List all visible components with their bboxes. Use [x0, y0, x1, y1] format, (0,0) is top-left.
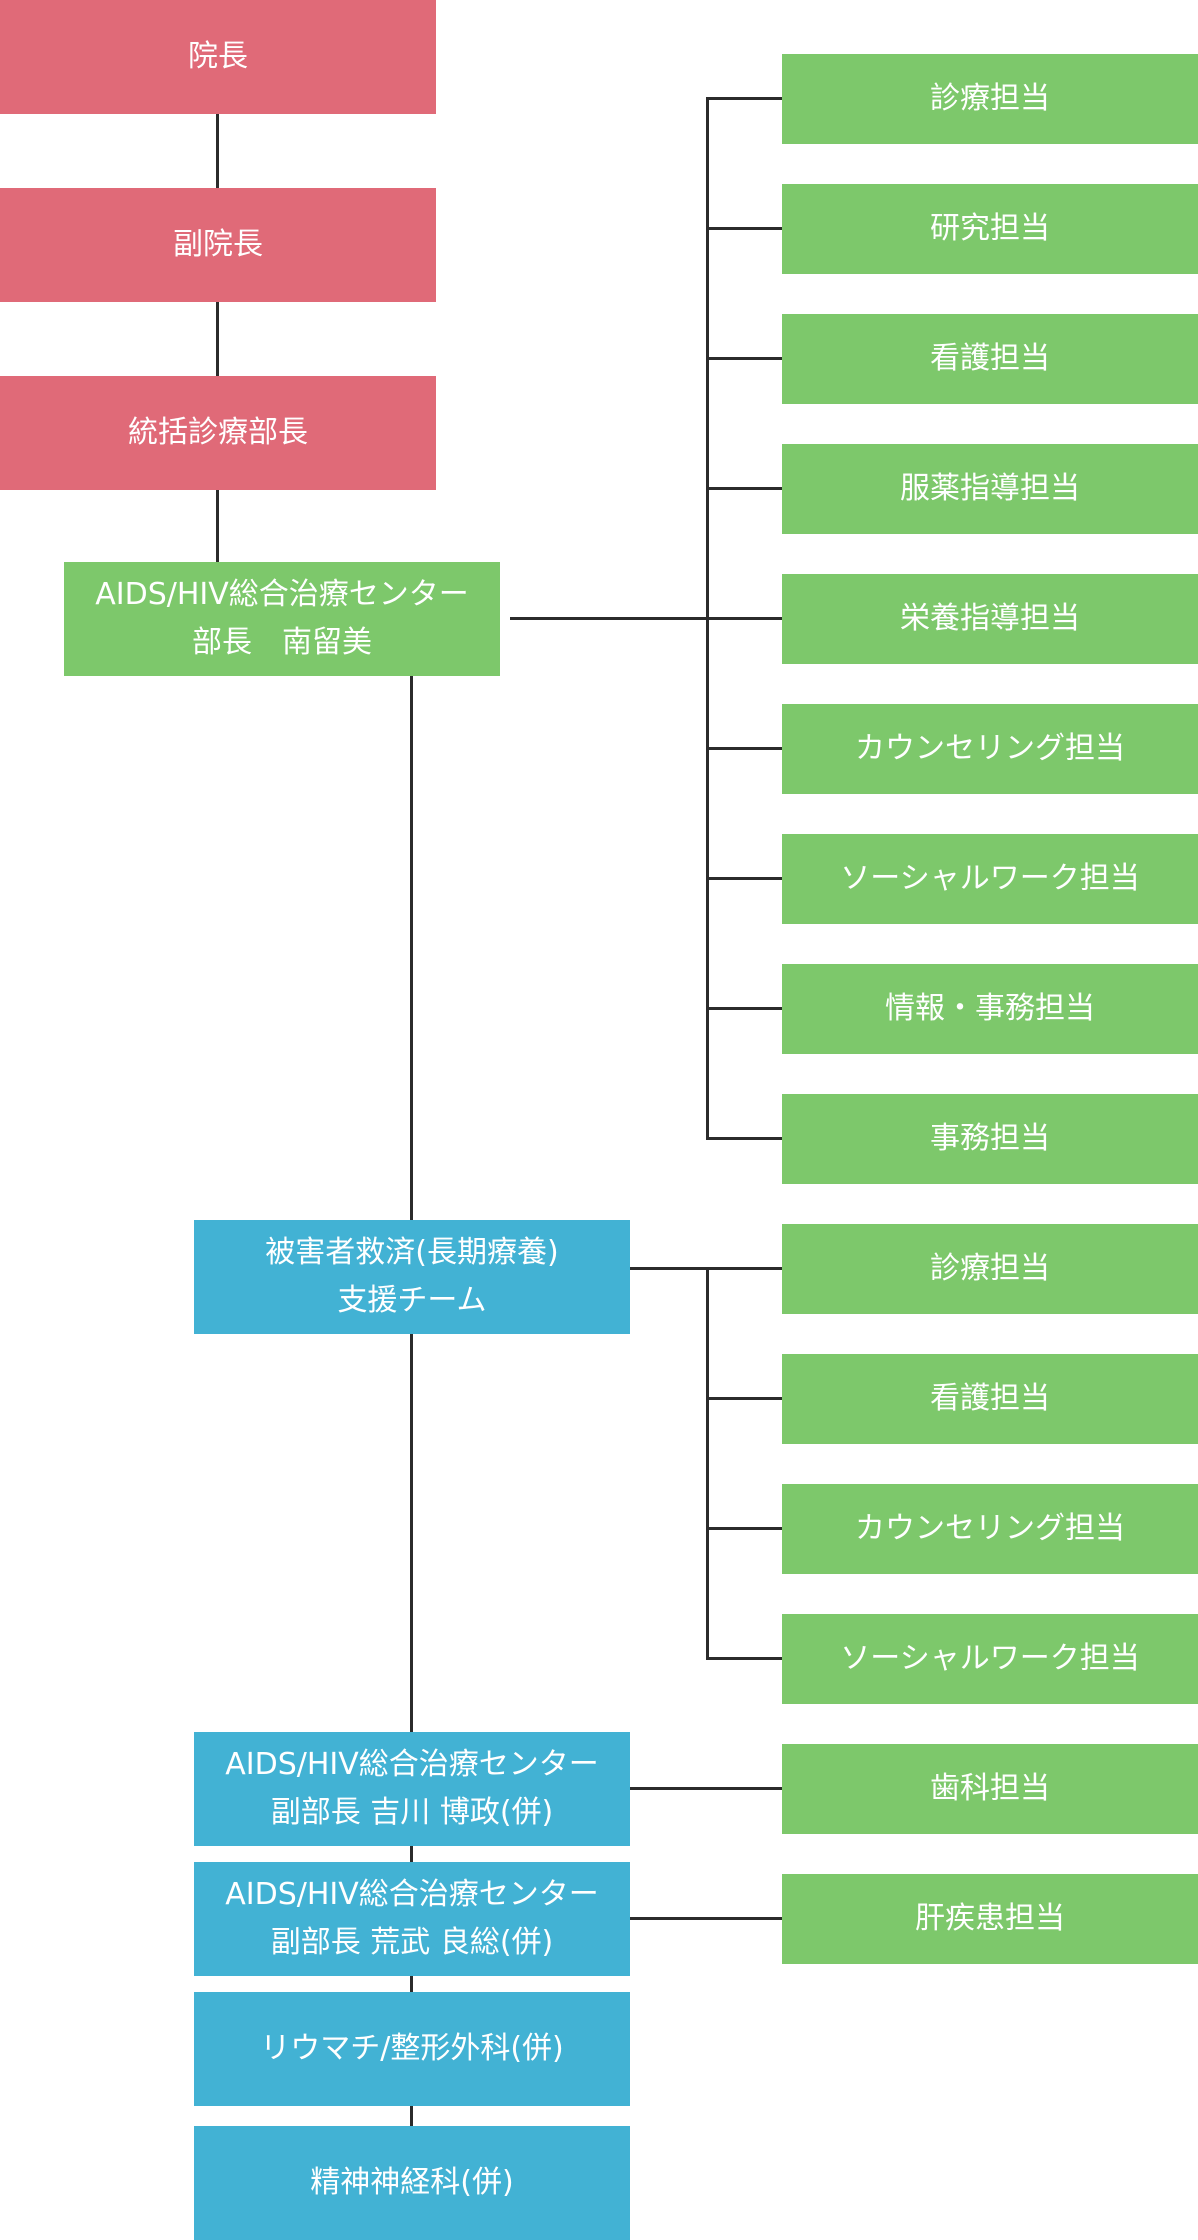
- staff-label: 歯科担当: [930, 1771, 1050, 1806]
- center-director-name: 部長 南留美: [192, 625, 372, 660]
- director-general-box: 院長: [0, 0, 436, 114]
- connector-line: [706, 97, 782, 100]
- staff-label: 情報・事務担当: [885, 991, 1095, 1026]
- staff-label: カウンセリング担当: [855, 1511, 1125, 1546]
- connector-line: [410, 1334, 413, 1732]
- connector-line: [628, 1917, 782, 1920]
- connector-line: [706, 1397, 782, 1400]
- relief-team-box: 被害者救済(長期療養) 支援チーム: [194, 1220, 630, 1334]
- deputy-director-1-name: 副部長 吉川 博政(併): [270, 1795, 554, 1830]
- connector-line: [628, 1267, 708, 1270]
- connector-line: [706, 1657, 782, 1660]
- staff-label: 看護担当: [930, 1381, 1050, 1416]
- staff-box: 看護担当: [782, 314, 1198, 404]
- staff-box: 歯科担当: [782, 1744, 1198, 1834]
- connector-line: [706, 747, 782, 750]
- staff-label: 服薬指導担当: [900, 471, 1080, 506]
- connector-line: [410, 2106, 413, 2126]
- staff-box: 栄養指導担当: [782, 574, 1198, 664]
- relief-team-title: 被害者救済(長期療養): [265, 1235, 559, 1270]
- psychiatry-label: 精神神経科(併): [310, 2165, 514, 2200]
- staff-box: 服薬指導担当: [782, 444, 1198, 534]
- connector-line: [706, 227, 782, 230]
- staff-box: 情報・事務担当: [782, 964, 1198, 1054]
- staff-box: 肝疾患担当: [782, 1874, 1198, 1964]
- staff-label: 事務担当: [930, 1121, 1050, 1156]
- psychiatry-box: 精神神経科(併): [194, 2126, 630, 2240]
- staff-box: 研究担当: [782, 184, 1198, 274]
- connector-line: [216, 490, 219, 564]
- deputy-director-general-label: 副院長: [173, 227, 263, 262]
- connector-line: [410, 1846, 413, 1862]
- staff-box: 診療担当: [782, 54, 1198, 144]
- staff-box: 看護担当: [782, 1354, 1198, 1444]
- staff-label: ソーシャルワーク担当: [840, 1641, 1140, 1676]
- deputy-director-2-name: 副部長 荒武 良総(併): [270, 1925, 554, 1960]
- staff-label: ソーシャルワーク担当: [840, 861, 1140, 896]
- connector-line: [706, 617, 782, 620]
- connector-line: [706, 1137, 782, 1140]
- staff-box: ソーシャルワーク担当: [782, 1614, 1198, 1704]
- rheumatology-box: リウマチ/整形外科(併): [194, 1992, 630, 2106]
- chief-clinical-director-label: 統括診療部長: [128, 415, 308, 450]
- rheumatology-label: リウマチ/整形外科(併): [260, 2031, 564, 2066]
- connector-line: [216, 114, 219, 188]
- connector-line: [706, 877, 782, 880]
- staff-label: 診療担当: [930, 1251, 1050, 1286]
- center-director-title: AIDS/HIV総合治療センター: [95, 577, 469, 612]
- chief-clinical-director-box: 統括診療部長: [0, 376, 436, 490]
- connector-line: [706, 1267, 709, 1659]
- connector-line: [706, 1527, 782, 1530]
- connector-line: [706, 1007, 782, 1010]
- deputy-director-2-title: AIDS/HIV総合治療センター: [225, 1877, 599, 1912]
- deputy-director-general-box: 副院長: [0, 188, 436, 302]
- deputy-director-1-title: AIDS/HIV総合治療センター: [225, 1747, 599, 1782]
- connector-line: [510, 617, 708, 620]
- connector-line: [706, 1267, 782, 1270]
- staff-label: 診療担当: [930, 81, 1050, 116]
- staff-label: 栄養指導担当: [900, 601, 1080, 636]
- staff-box: 事務担当: [782, 1094, 1198, 1184]
- connector-line: [706, 357, 782, 360]
- connector-line: [628, 1787, 782, 1790]
- staff-label: カウンセリング担当: [855, 731, 1125, 766]
- staff-box: カウンセリング担当: [782, 1484, 1198, 1574]
- deputy-director-1-box: AIDS/HIV総合治療センター 副部長 吉川 博政(併): [194, 1732, 630, 1846]
- director-general-label: 院長: [188, 39, 248, 74]
- connector-line: [216, 302, 219, 376]
- relief-team-subtitle: 支援チーム: [337, 1283, 487, 1318]
- connector-line: [410, 1976, 413, 1992]
- staff-label: 肝疾患担当: [915, 1901, 1065, 1936]
- center-director-box: AIDS/HIV総合治療センター 部長 南留美: [64, 562, 500, 676]
- staff-label: 看護担当: [930, 341, 1050, 376]
- deputy-director-2-box: AIDS/HIV総合治療センター 副部長 荒武 良総(併): [194, 1862, 630, 1976]
- connector-line: [706, 487, 782, 490]
- connector-line: [410, 676, 413, 1220]
- staff-box: カウンセリング担当: [782, 704, 1198, 794]
- staff-box: ソーシャルワーク担当: [782, 834, 1198, 924]
- staff-box: 診療担当: [782, 1224, 1198, 1314]
- staff-label: 研究担当: [930, 211, 1050, 246]
